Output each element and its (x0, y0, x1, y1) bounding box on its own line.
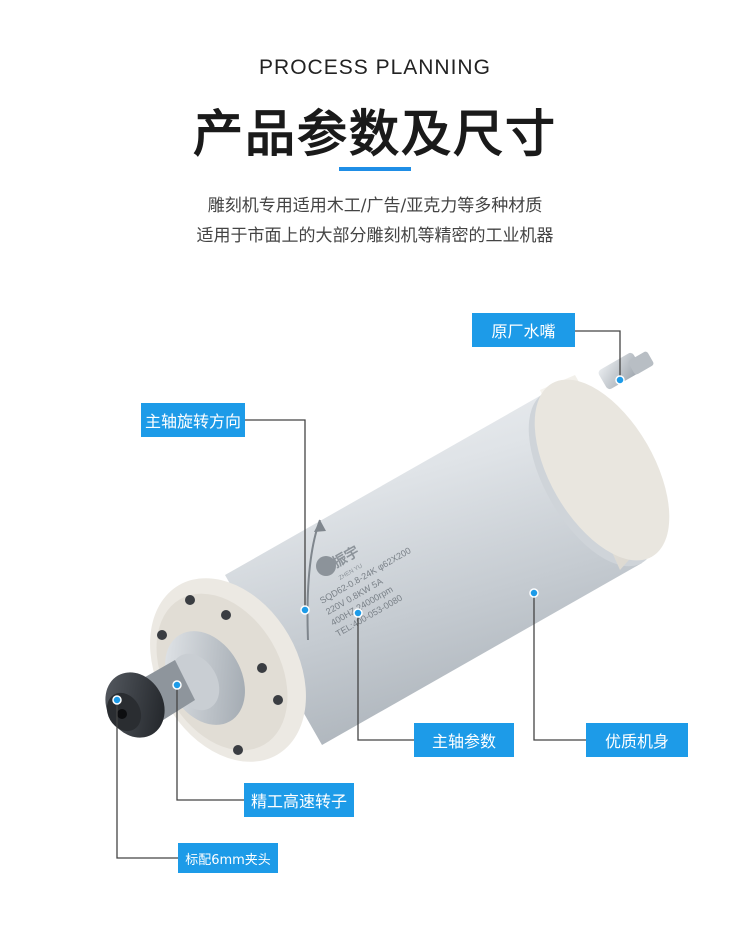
rear-cap (534, 375, 670, 570)
callout-rotation-direction: 主轴旋转方向 (141, 403, 245, 437)
description-line-2: 适用于市面上的大部分雕刻机等精密的工业机器 (196, 226, 554, 246)
callout-dots (112, 375, 625, 705)
callout-water-nozzle: 原厂水嘴 (472, 313, 575, 347)
callout-precision-rotor: 精工高速转子 (244, 783, 354, 817)
callout-lines (116, 330, 621, 859)
collet-nut (105, 660, 195, 738)
subtitle-en: PROCESS PLANNING (259, 56, 491, 79)
callout-spindle-params: 主轴参数 (414, 723, 514, 757)
page-title: 产品参数及尺寸 (193, 105, 557, 163)
description-line-1: 雕刻机专用适用木工/广告/亚克力等多种材质 (207, 196, 543, 216)
title-underline (339, 167, 411, 171)
callout-collet: 标配6mm夹头 (178, 843, 278, 873)
water-nozzle-fitting (598, 351, 654, 390)
callout-quality-body: 优质机身 (586, 723, 688, 757)
